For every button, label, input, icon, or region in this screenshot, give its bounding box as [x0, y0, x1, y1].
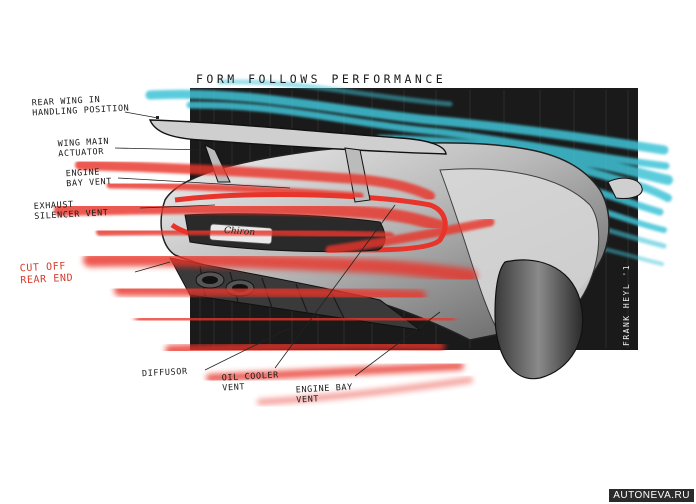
annotation-wing-actuator: WING MAIN ACTUATOR	[57, 136, 110, 160]
annotation-leader-lines	[114, 111, 441, 377]
leader-dot	[156, 116, 159, 119]
annotation-cut-off-rear-end: CUT OFF REAR END	[19, 260, 74, 287]
red-airflow-streams	[54, 160, 495, 405]
artist-signature: FRANK HEYL '1	[622, 263, 631, 346]
annotation-oil-cooler-vent: OIL COOLER VENT	[221, 370, 280, 394]
watermark: AUTONEVA.RU	[609, 489, 694, 502]
headline: FORM FOLLOWS PERFORMANCE	[196, 72, 447, 86]
annotation-engine-bay-vent-top: ENGINE BAY VENT	[65, 167, 113, 190]
annotation-exhaust-silencer-vent: EXHAUST SILENCER VENT	[33, 199, 109, 222]
annotation-engine-bay-vent-bottom: ENGINE BAY VENT	[295, 382, 354, 406]
car-badge: Chiron	[223, 225, 256, 239]
